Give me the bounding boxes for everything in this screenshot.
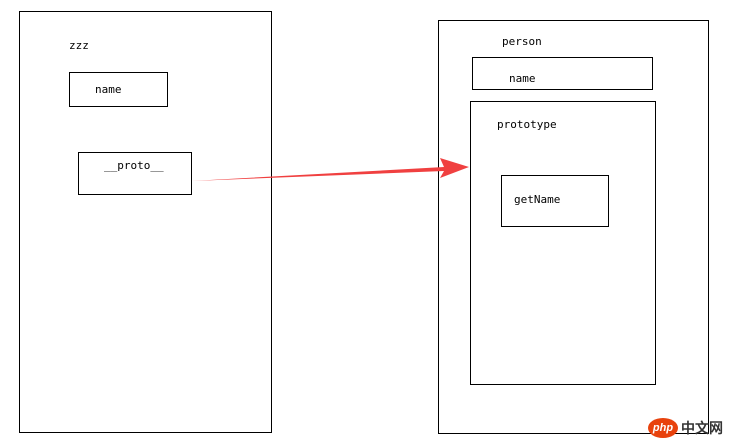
person-name-field-box <box>472 57 653 90</box>
person-object-box <box>438 20 709 434</box>
watermark-site-text: 中文网 <box>681 421 723 437</box>
zzz-proto-field-box <box>78 152 192 195</box>
person-name-field-label: name <box>509 72 536 85</box>
site-watermark: php 中文网 <box>648 416 723 440</box>
person-object-title: person <box>502 35 542 48</box>
php-logo: php <box>648 418 678 438</box>
zzz-name-field-box <box>69 72 168 107</box>
arrow-head-icon <box>192 158 469 181</box>
zzz-proto-field-label: __proto__ <box>104 159 164 172</box>
getname-method-label: getName <box>514 193 561 206</box>
zzz-object-title: zzz <box>69 39 89 52</box>
zzz-name-field-label: name <box>95 83 122 96</box>
getname-method-box <box>501 175 609 227</box>
zzz-object-box <box>19 11 272 433</box>
prototype-box <box>470 101 656 385</box>
prototype-label: prototype <box>497 118 557 131</box>
